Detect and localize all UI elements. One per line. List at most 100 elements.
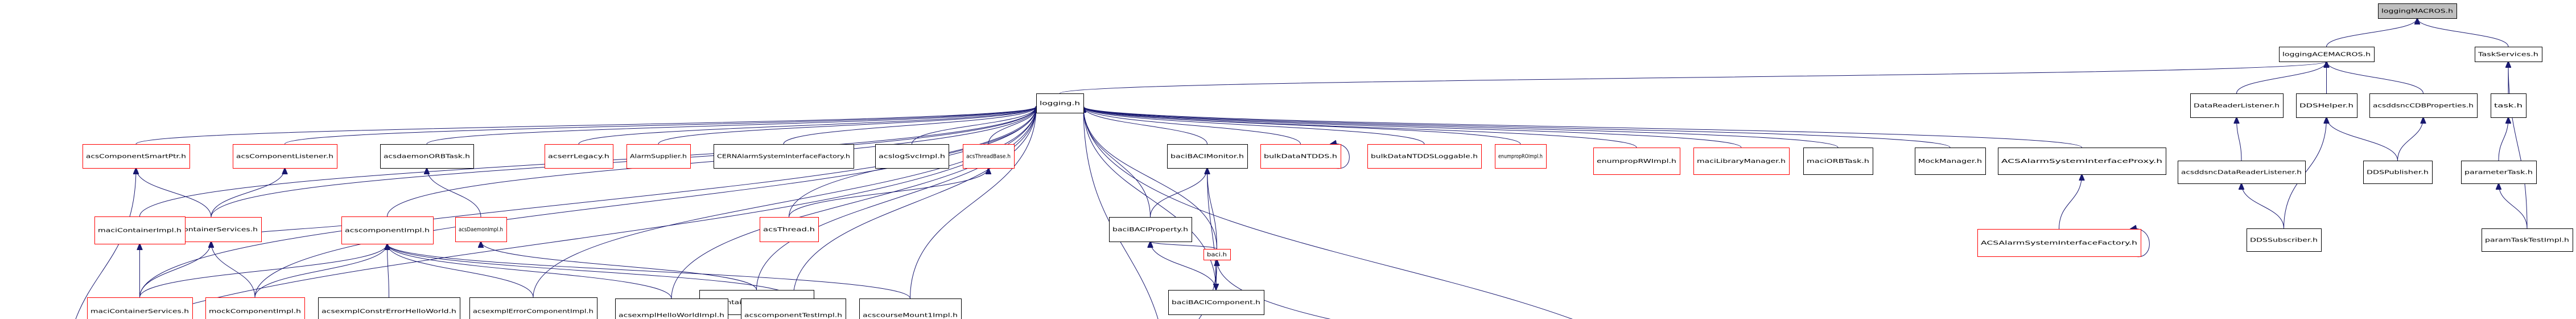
graph-node-ddshelper[interactable]: DDSHelper.h xyxy=(2296,93,2357,118)
dependency-edge xyxy=(1083,107,1425,145)
node-box xyxy=(87,297,193,319)
dependency-edge xyxy=(2498,117,2508,161)
node-box xyxy=(741,298,846,319)
dependency-edge xyxy=(1083,107,1637,148)
node-box xyxy=(1915,148,1986,175)
node-box xyxy=(2247,228,2322,252)
graph-node-acserr-legacy[interactable]: acserrLegacy.h xyxy=(545,144,613,169)
graph-node-maci-container-services[interactable]: maciContainerServices.h xyxy=(87,297,193,319)
graph-node-task[interactable]: task.h xyxy=(2491,93,2526,118)
graph-node-baci-bacimonitor[interactable]: baciBACIMonitor.h xyxy=(1167,144,1248,169)
graph-node-baci[interactable]: baci.h xyxy=(1203,249,1231,260)
graph-node-acsddsnc-data-reader-listener[interactable]: acsddsncDataReaderListener.h xyxy=(2178,161,2306,184)
node-box xyxy=(2296,93,2357,118)
dependency-edge xyxy=(1151,242,1217,291)
graph-node-baci-baciproperty[interactable]: baciBACIProperty.h xyxy=(1109,217,1192,242)
graph-node-acscourse-mount1impl[interactable]: acscourseMount1Impl.h xyxy=(859,298,962,319)
dependency-edge xyxy=(912,107,1037,145)
node-layer: loggingMACROS.h loggingACEMACROS.h TaskSer… xyxy=(83,3,2573,319)
node-box xyxy=(341,216,434,244)
graph-node-acsexmpl-constr-error-hello-world[interactable]: acsexmplConstrErrorHelloWorld.h xyxy=(318,297,460,319)
graph-node-data-reader-listener[interactable]: DataReaderListener.h xyxy=(2190,93,2284,118)
graph-node-acscomponent-test-impl[interactable]: acscomponentTestImpl.h xyxy=(741,298,846,319)
node-label: bulkDataNTDDS.h xyxy=(1264,154,1337,160)
node-box xyxy=(469,297,597,319)
graph-node-logging[interactable]: logging.h xyxy=(1036,93,1084,113)
graph-node-acslog-svc-impl[interactable]: acslogSvcImpl.h xyxy=(875,144,949,169)
node-label: acsdaemonORBTask.h xyxy=(384,154,470,160)
graph-node-bulk-data-ntdds[interactable]: bulkDataNTDDS.h xyxy=(1260,144,1341,169)
graph-node-mock-component-impl[interactable]: mockComponentImpl.h xyxy=(205,297,305,319)
graph-node-maci-orbtask[interactable]: maciORBTask.h xyxy=(1803,148,1873,175)
dependency-edge xyxy=(141,107,1036,319)
node-box xyxy=(380,144,474,169)
dependency-edge xyxy=(2327,117,2398,161)
dependency-edge xyxy=(1083,107,1301,145)
node-label: maciLibraryManager.h xyxy=(1697,158,1786,165)
node-label: CERNAlarmSystemInterfaceFactory.h xyxy=(717,154,850,160)
graph-node-acs-component-listener[interactable]: acsComponentListener.h xyxy=(233,144,337,169)
node-label: paramTaskTestImpl.h xyxy=(2485,238,2569,244)
node-box xyxy=(627,144,691,169)
graph-node-parameter-task[interactable]: parameterTask.h xyxy=(2461,161,2537,184)
node-box xyxy=(1803,148,1873,175)
dependency-edge xyxy=(789,168,989,218)
dependency-edge xyxy=(1151,242,1217,250)
graph-node-maci-library-manager[interactable]: maciLibraryManager.h xyxy=(1693,148,1790,175)
dependency-edge xyxy=(211,242,255,298)
dependency-edge xyxy=(2236,62,2327,94)
graph-node-ddspublisher[interactable]: DDSPublisher.h xyxy=(2363,161,2433,184)
graph-node-logging-acemacros[interactable]: loggingACEMACROS.h xyxy=(2279,47,2375,62)
node-box xyxy=(714,144,854,169)
graph-node-acs-thread[interactable]: acsThread.h xyxy=(760,217,819,242)
graph-node-cernalarm-system-interface-factory[interactable]: CERNAlarmSystemInterfaceFactory.h xyxy=(714,144,854,169)
graph-node-acs-daemon-impl[interactable]: acsDaemonImpl.h xyxy=(455,217,507,242)
graph-node-alarm-supplier[interactable]: AlarmSupplier.h xyxy=(627,144,691,169)
dependency-edge xyxy=(1083,107,1151,218)
node-label: loggingMACROS.h xyxy=(2381,9,2453,15)
graph-node-acsalarm-system-interface-proxy[interactable]: ACSAlarmSystemInterfaceProxy.h xyxy=(1998,148,2166,175)
node-label: maciORBTask.h xyxy=(1807,158,1869,165)
node-box xyxy=(1693,148,1790,175)
graph-node-enumprop-roimpl[interactable]: enumpropROImpl.h xyxy=(1495,144,1547,169)
graph-node-bulk-data-ntddsloggable[interactable]: bulkDataNTDDSLoggable.h xyxy=(1367,144,1482,169)
graph-node-acsdaemon-orbtask[interactable]: acsdaemonORBTask.h xyxy=(380,144,474,169)
node-label: acscourseMount1Impl.h xyxy=(863,313,958,319)
dependency-edge xyxy=(2417,18,2509,47)
graph-node-ddssubscriber[interactable]: DDSSubscriber.h xyxy=(2247,228,2322,252)
graph-node-acsalarm-system-interface-factory[interactable]: ACSAlarmSystemInterfaceFactory.h xyxy=(1977,229,2141,257)
dependency-edge xyxy=(783,107,1036,145)
node-label: acsThreadBase.h xyxy=(966,154,1011,160)
node-label: maciContainerImpl.h xyxy=(98,228,182,234)
node-label: acsexmplErrorComponentImpl.h xyxy=(473,309,593,315)
node-label: MockManager.h xyxy=(1918,158,1982,165)
node-box xyxy=(2378,3,2457,19)
graph-node-task-services[interactable]: TaskServices.h xyxy=(2475,47,2542,62)
dependency-edge xyxy=(135,107,1036,145)
graph-node-mock-manager[interactable]: MockManager.h xyxy=(1915,148,1986,175)
graph-node-acs-component-smart-ptr[interactable]: acsComponentSmartPtr.h xyxy=(83,144,190,169)
dependency-edge xyxy=(1150,168,1207,218)
graph-node-acsexmpl-error-component-impl[interactable]: acsexmplErrorComponentImpl.h xyxy=(469,297,597,319)
graph-node-acsddsnc-cdbproperties[interactable]: acsddsncCDBProperties.h xyxy=(2369,93,2478,118)
graph-node-acscomponent-impl[interactable]: acscomponentImpl.h xyxy=(341,216,434,244)
graph-node-param-task-test-impl[interactable]: paramTaskTestImpl.h xyxy=(2482,228,2573,252)
node-box xyxy=(2482,228,2573,252)
node-box xyxy=(1495,144,1547,169)
dependency-edge xyxy=(139,242,212,298)
graph-node-logging-macros: loggingMACROS.h xyxy=(2378,3,2457,19)
node-box xyxy=(205,297,305,319)
graph-node-baci-bacicomponent[interactable]: baciBACIComponent.h xyxy=(1168,290,1264,315)
node-label: task.h xyxy=(2494,103,2523,109)
node-box xyxy=(1109,217,1192,242)
node-box xyxy=(2461,161,2537,184)
graph-node-acsexmpl-hello-world-impl[interactable]: acsexmplHelloWorldImpl.h xyxy=(615,298,728,319)
node-box xyxy=(455,217,507,242)
node-label: acsDaemonImpl.h xyxy=(459,227,503,233)
graph-node-enumprop-rwimpl[interactable]: enumpropRWImpl.h xyxy=(1593,148,1680,175)
graph-node-maci-container-impl[interactable]: maciContainerImpl.h xyxy=(94,216,186,244)
node-box xyxy=(94,216,186,244)
dependency-edge xyxy=(1198,260,1217,319)
graph-node-acs-thread-base[interactable]: acsThreadBase.h xyxy=(963,144,1015,169)
dependency-edge xyxy=(1217,260,1331,319)
